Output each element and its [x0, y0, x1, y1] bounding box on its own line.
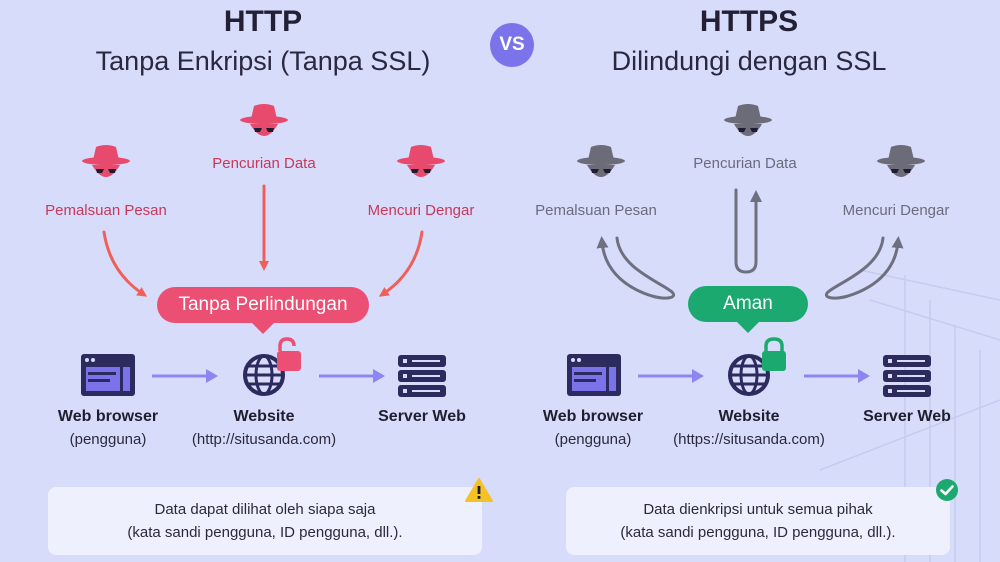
- vs-badge: VS: [490, 23, 534, 67]
- threat-label-eavesdropping: Mencuri Dengar: [842, 202, 950, 219]
- node-label-web-browser: Web browser: [542, 408, 644, 425]
- node-label-web-browser: Web browser: [57, 408, 159, 425]
- flow-arrow-right: [638, 369, 704, 383]
- node-sub-https-url: (https://situsanda.com): [673, 431, 825, 448]
- flow-arrow-right: [319, 369, 385, 383]
- server-stack-icon: [883, 355, 931, 397]
- note-box-https: Data dienkripsi untuk semua pihak (kata …: [566, 487, 950, 555]
- note-box-http: Data dapat dilihat oleh siapa saja (kata…: [48, 487, 482, 555]
- pill-pointer: [251, 322, 275, 334]
- server-stack-icon: [398, 355, 446, 397]
- node-label-website: Website: [233, 408, 295, 425]
- node-sub-user: (pengguna): [69, 431, 147, 448]
- hacker-icon: [240, 104, 288, 136]
- deflected-attack-arrows: [596, 188, 904, 300]
- hacker-icon: [724, 104, 772, 136]
- threat-label-data-theft: Pencurian Data: [693, 155, 797, 172]
- hacker-icon: [577, 145, 625, 177]
- hacker-icon: [82, 145, 130, 177]
- globe-icon: [728, 354, 770, 396]
- note-line: Data dapat dilihat oleh siapa saja: [154, 501, 376, 518]
- note-line: (kata sandi pengguna, ID pengguna, dll.)…: [127, 524, 403, 541]
- check-circle-icon: [936, 479, 958, 501]
- right-subtitle: Dilindungi dengan SSL: [611, 46, 887, 76]
- left-subtitle: Tanpa Enkripsi (Tanpa SSL): [95, 46, 431, 76]
- pill-pointer: [736, 321, 760, 333]
- right-title: HTTPS: [699, 5, 799, 38]
- node-label-web-server: Server Web: [378, 408, 466, 425]
- locked-padlock-icon: [762, 337, 786, 371]
- status-pill-safe: Aman: [688, 286, 808, 322]
- attack-arrows: [102, 184, 424, 297]
- left-title: HTTP: [223, 5, 303, 38]
- node-sub-user: (pengguna): [554, 431, 632, 448]
- threat-label-data-theft: Pencurian Data: [212, 155, 316, 172]
- flow-arrow-right: [152, 369, 218, 383]
- node-label-website: Website: [718, 408, 780, 425]
- flow-arrow-right: [804, 369, 870, 383]
- note-line: (kata sandi pengguna, ID pengguna, dll.)…: [620, 524, 896, 541]
- status-pill-unprotected: Tanpa Perlindungan: [157, 287, 369, 323]
- globe-icon: [243, 354, 285, 396]
- hacker-icon: [877, 145, 925, 177]
- threat-label-message-forgery: Pemalsuan Pesan: [45, 202, 167, 219]
- note-line: Data dienkripsi untuk semua pihak: [643, 501, 873, 518]
- node-label-web-server: Server Web: [863, 408, 951, 425]
- threat-label-eavesdropping: Mencuri Dengar: [367, 202, 475, 219]
- warning-triangle-icon: [465, 478, 493, 502]
- threat-label-message-forgery: Pemalsuan Pesan: [535, 202, 657, 219]
- browser-window-icon: [567, 354, 621, 396]
- browser-window-icon: [81, 354, 135, 396]
- hacker-icon: [397, 145, 445, 177]
- node-sub-http-url: (http://situsanda.com): [191, 431, 337, 448]
- unlocked-padlock-icon: [277, 337, 301, 371]
